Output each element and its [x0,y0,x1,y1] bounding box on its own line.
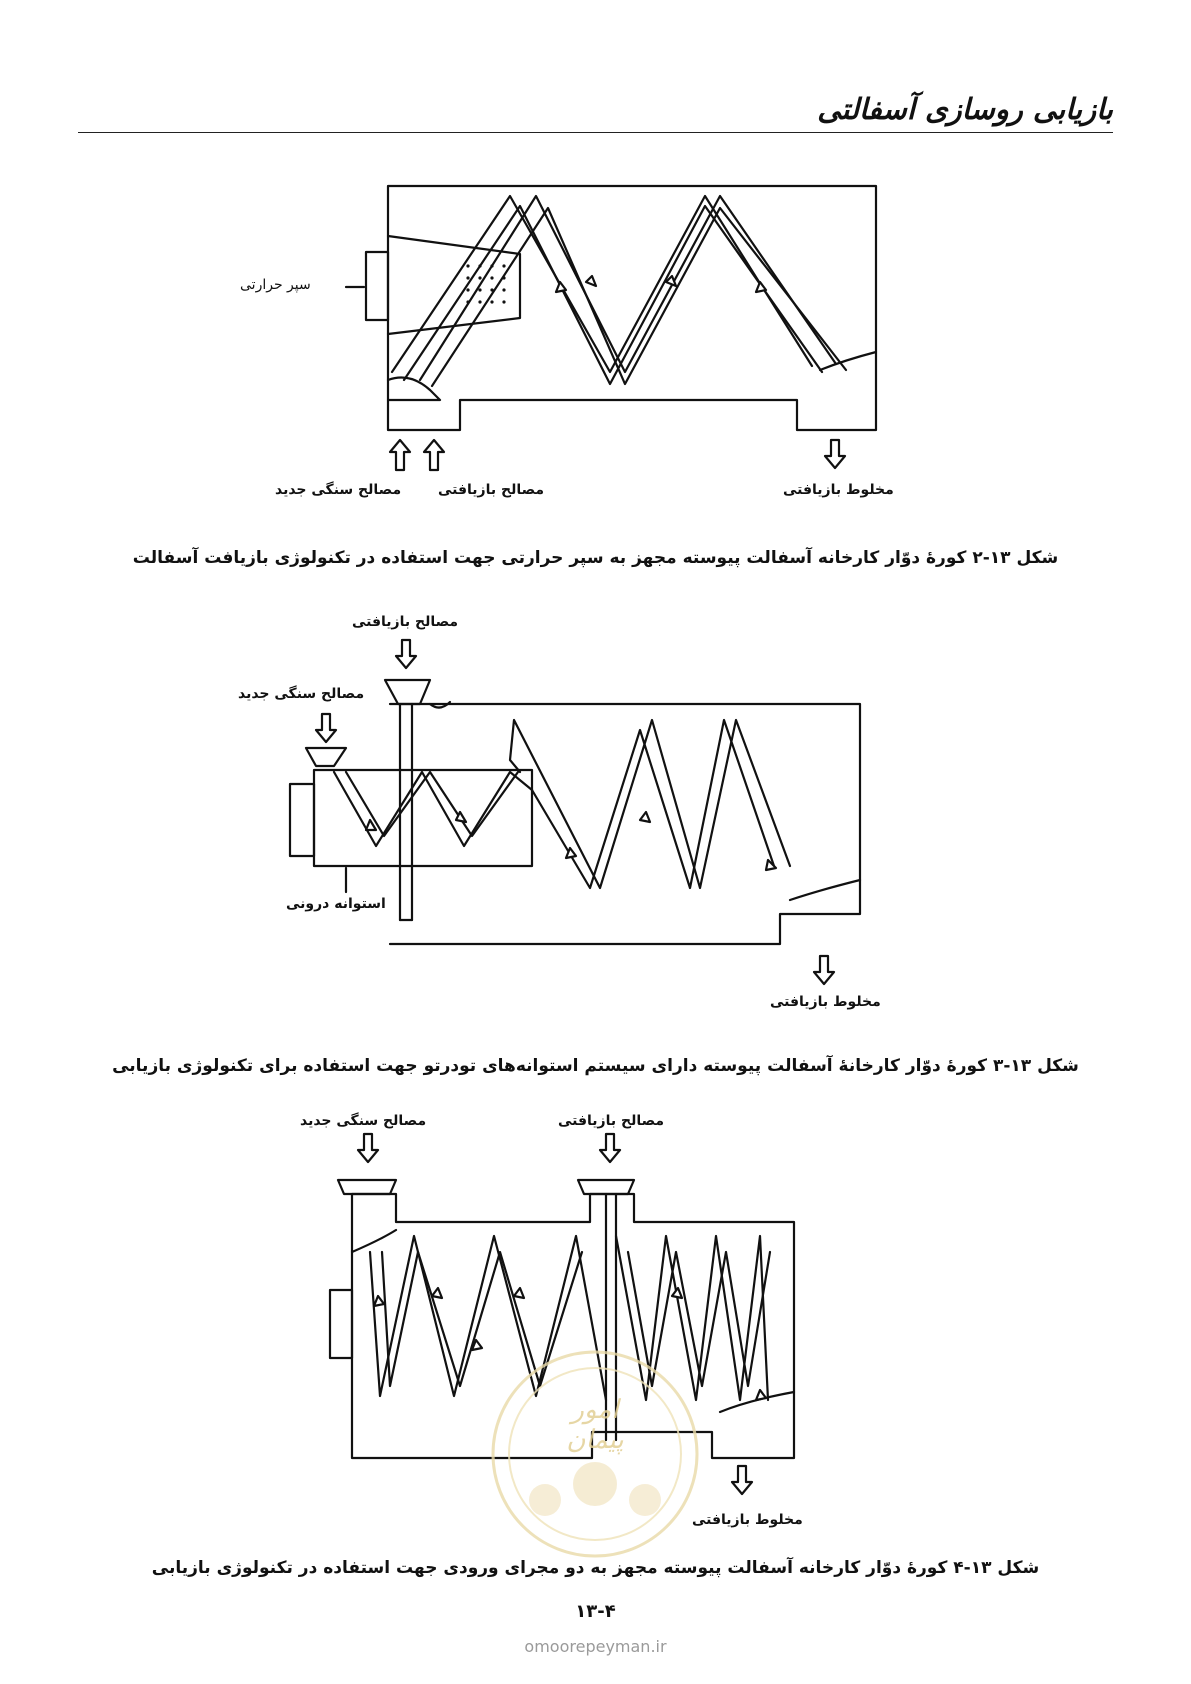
figure-3-kiln-diagram [328,1132,796,1496]
label-recycled-material: مصالح بازیافتی [438,482,545,498]
label-inner-cylinder: استوانه درونی [286,896,386,912]
label-recycled-mix: مخلوط بازیافتی [783,482,894,498]
label-new-aggregate-2: مصالح سنگی جدید [238,686,365,702]
figure-3-caption: شکل ۱۳-۴ کورهٔ دوّار کارخانه آسفالت پیوس… [151,1558,1040,1578]
page-number: ۱۳-۴ [575,1601,616,1622]
label-recycled-mix-3: مخلوط بازیافتی [692,1512,803,1528]
label-recycled-material-3: مصالح بازیافتی [558,1113,665,1129]
figure-2-kiln-diagram [288,638,862,986]
label-recycled-mix-2: مخلوط بازیافتی [770,994,881,1010]
page-header: بازیابی روسازی آسفالتی [78,92,1113,133]
label-heat-shield: سپر حرارتی [240,277,311,293]
watermark-text: امور پیمان [566,1395,624,1455]
figure-1-caption: شکل ۱۳-۲ کورهٔ دوّار کارخانه آسفالت پیوس… [132,548,1059,568]
label-new-aggregate: مصالح سنگی جدید [275,482,402,498]
label-recycled-material-2: مصالح بازیافتی [352,614,459,630]
label-new-aggregate-3: مصالح سنگی جدید [300,1113,427,1129]
page-title: بازیابی روسازی آسفالتی [817,92,1113,126]
website-watermark: omoorepeyman.ir [524,1637,667,1656]
figure-1-kiln-diagram [344,184,878,472]
figure-2-caption: شکل ۱۳-۳ کورهٔ دوّار کارخانهٔ آسفالت پیو… [112,1056,1079,1076]
